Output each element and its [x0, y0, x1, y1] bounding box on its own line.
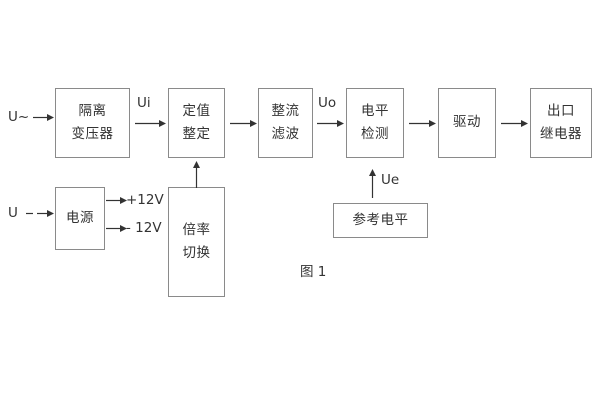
ac-input-label: U~ [8, 109, 30, 125]
block-multiplier-switch[interactable]: 倍率 切换 [168, 187, 225, 297]
block-output-relay[interactable]: 出口 继电器 [530, 88, 592, 158]
block-line: 隔离 [78, 103, 107, 119]
block-line: 倍率 [182, 222, 211, 238]
positive-rail-arrow [106, 196, 128, 205]
drive-to-relay-arrow [501, 119, 529, 128]
block-power-supply[interactable]: 电源 [55, 187, 105, 250]
block-line: 滤波 [271, 125, 300, 142]
ue-signal-label: Ue [381, 172, 400, 188]
block-line: 定值 [182, 103, 211, 119]
block-line: 切换 [182, 244, 211, 261]
block-reference-level[interactable]: 参考电平 [333, 203, 428, 238]
block-line: 整流 [271, 103, 300, 119]
block-line: 驱动 [453, 114, 481, 131]
dc-input-arrow [26, 209, 55, 218]
setpoint-to-rectify-arrow [230, 119, 258, 128]
negative-rail-label: - 12V [126, 220, 162, 236]
block-line: 变压器 [71, 125, 114, 142]
block-line: 继电器 [540, 125, 582, 142]
block-line: 参考电平 [352, 211, 409, 228]
block-level-detection[interactable]: 电平 检测 [346, 88, 404, 158]
ue-arrow [368, 168, 377, 198]
block-line: 电平 [361, 103, 389, 119]
block-setpoint-adjust[interactable]: 定值 整定 [168, 88, 225, 158]
uo-arrow [317, 119, 345, 128]
block-rectify-filter[interactable]: 整流 滤波 [258, 88, 313, 158]
ac-input-arrow [33, 113, 55, 122]
block-line: 整定 [182, 125, 211, 142]
block-line: 检测 [361, 125, 389, 142]
uo-signal-label: Uo [318, 95, 337, 111]
negative-rail-arrow [106, 224, 128, 233]
ui-signal-label: Ui [137, 95, 151, 111]
positive-rail-label: +12V [126, 192, 164, 208]
block-drive[interactable]: 驱动 [438, 88, 496, 158]
level-to-drive-arrow [409, 119, 437, 128]
block-isolation-transformer[interactable]: 隔离 变压器 [55, 88, 130, 158]
block-line: 出口 [547, 103, 575, 119]
multiplier-to-setpoint-arrow [192, 160, 201, 188]
block-line: 电源 [66, 209, 94, 226]
ui-arrow [135, 119, 167, 128]
figure-caption: 图 1 [300, 264, 327, 280]
dc-input-label: U [8, 205, 18, 221]
